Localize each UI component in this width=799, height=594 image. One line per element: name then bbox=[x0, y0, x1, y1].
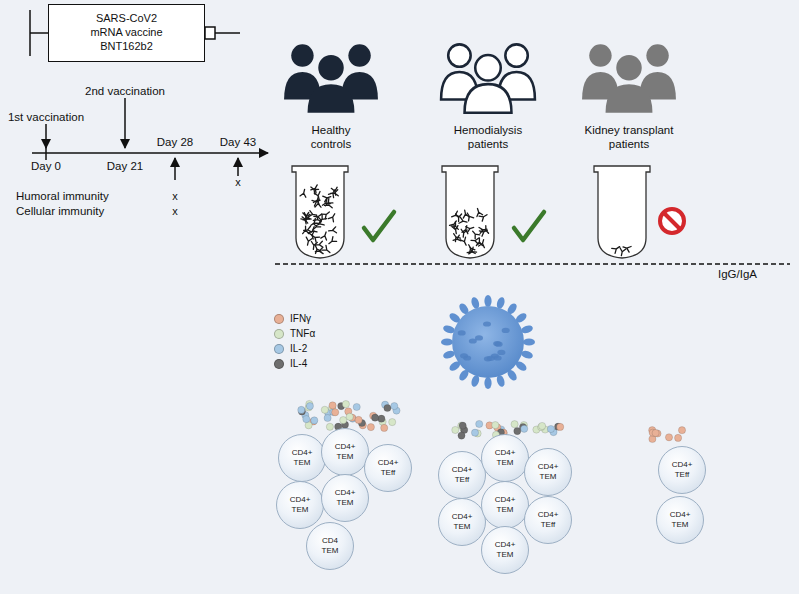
tubes bbox=[292, 166, 650, 258]
legend-swatch bbox=[274, 329, 284, 339]
cell-label: CD4+ TEff bbox=[447, 465, 477, 484]
timeline bbox=[32, 98, 268, 180]
cell-label: CD4+ TEM bbox=[330, 488, 360, 507]
text-label: x bbox=[172, 205, 178, 218]
legend-swatch bbox=[274, 314, 284, 324]
text-label: Day 43 bbox=[220, 136, 256, 150]
text-label: Day 21 bbox=[107, 160, 143, 174]
text-label: Day 0 bbox=[31, 160, 61, 174]
text-label: Kidney transplant patients bbox=[574, 124, 684, 152]
cell-label: CD4 TEM bbox=[315, 536, 345, 555]
text-label: Humoral immunity bbox=[16, 190, 109, 204]
t-cell: CD4+ TEM bbox=[656, 496, 704, 544]
cell-label: CD4+ TEM bbox=[330, 442, 360, 461]
vaccine-label: SARS-CoV2 mRNA vaccine BNT162b2 bbox=[85, 12, 169, 53]
text-label: Hemodialysis patients bbox=[445, 124, 531, 152]
cell-label: CD4+ TEM bbox=[490, 495, 520, 514]
t-cell: CD4+ TEff bbox=[658, 446, 706, 494]
threshold-line bbox=[275, 263, 790, 264]
legend-text: IL-4 bbox=[290, 357, 307, 371]
text-label: x bbox=[235, 176, 241, 189]
legend-text: TNFα bbox=[290, 327, 315, 341]
text-label: Healthy controls bbox=[299, 124, 363, 152]
t-cell: CD4+ TEM bbox=[321, 474, 369, 522]
dialysis-icon bbox=[441, 44, 535, 112]
legend-swatch bbox=[274, 359, 284, 369]
legend-text: IFNγ bbox=[290, 312, 311, 326]
t-cell: CD4+ TEM bbox=[276, 481, 324, 529]
legend-item: TNFα bbox=[274, 327, 315, 341]
prohibition-sign bbox=[660, 209, 684, 233]
text-label: IgG/IgA bbox=[718, 268, 757, 282]
legend-swatch bbox=[274, 344, 284, 354]
text-label: Day 28 bbox=[157, 136, 193, 150]
t-cell: CD4+ TEM bbox=[278, 434, 326, 482]
check-mark bbox=[514, 212, 544, 240]
legend-text: IL-2 bbox=[290, 342, 307, 356]
t-cell: CD4+ TEM bbox=[438, 498, 486, 546]
cell-label: CD4+ TEff bbox=[533, 510, 563, 529]
check-mark bbox=[364, 212, 394, 240]
legend-item: IL-4 bbox=[274, 357, 307, 371]
text-label: x bbox=[172, 190, 178, 203]
text-label: 2nd vaccination bbox=[85, 85, 165, 99]
t-cell: CD4+ TEff bbox=[438, 451, 486, 499]
cell-label: CD4+ TEM bbox=[665, 510, 695, 529]
t-cell: CD4+ TEM bbox=[481, 526, 529, 574]
cell-label: CD4+ TEM bbox=[447, 512, 477, 531]
cell-label: CD4+ TEM bbox=[285, 495, 315, 514]
text-label: Cellular immunity bbox=[16, 205, 104, 219]
virus bbox=[441, 295, 535, 389]
cell-label: CD4+ TEM bbox=[287, 448, 317, 467]
cell-label: CD4+ TEff bbox=[667, 460, 697, 479]
cell-label: CD4+ TEM bbox=[490, 448, 520, 467]
t-cell: CD4 TEM bbox=[306, 522, 354, 570]
transplant-icon bbox=[582, 44, 676, 112]
t-cell: CD4+ TEM bbox=[481, 434, 529, 482]
t-cell: CD4+ TEM bbox=[524, 448, 572, 496]
text-label: 1st vaccination bbox=[8, 111, 84, 125]
syringe-barrel: SARS-CoV2 mRNA vaccine BNT162b2 bbox=[48, 4, 205, 62]
cell-label: CD4+ TEM bbox=[533, 462, 563, 481]
t-cell: CD4+ TEff bbox=[364, 444, 412, 492]
healthy-icon bbox=[284, 44, 378, 112]
t-cell: CD4+ TEff bbox=[524, 496, 572, 544]
legend-item: IL-2 bbox=[274, 342, 307, 356]
t-cell: CD4+ TEM bbox=[321, 428, 369, 476]
cell-label: CD4+ TEff bbox=[373, 458, 403, 477]
t-cell: CD4+ TEM bbox=[481, 481, 529, 529]
legend-item: IFNγ bbox=[274, 312, 311, 326]
cell-label: CD4+ TEM bbox=[490, 540, 520, 559]
antibodies bbox=[300, 183, 631, 256]
